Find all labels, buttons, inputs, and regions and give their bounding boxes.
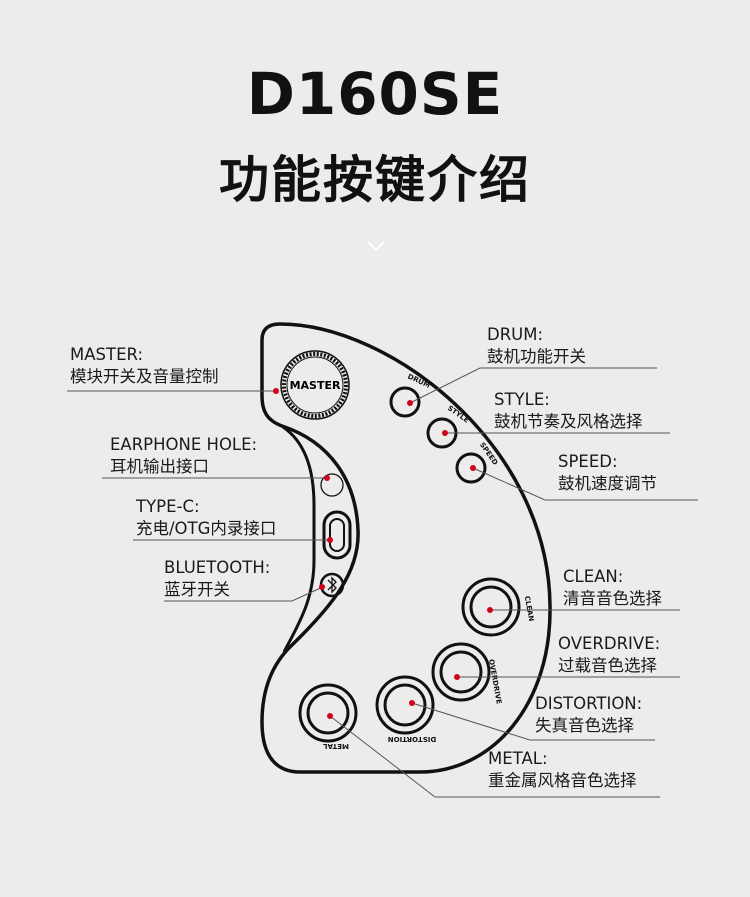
svg-text:SPEED:: SPEED:: [558, 452, 618, 471]
svg-text:MASTER:: MASTER:: [70, 345, 143, 364]
callout-dots: [273, 388, 493, 719]
svg-text:清音音色选择: 清音音色选择: [563, 589, 663, 608]
master-knob[interactable]: MASTER: [280, 350, 350, 420]
callout-bluetooth: BLUETOOTH: 蓝牙开关: [164, 558, 270, 599]
svg-text:DRUM:: DRUM:: [487, 325, 543, 344]
svg-text:EARPHONE HOLE:: EARPHONE HOLE:: [110, 435, 257, 454]
callout-drum: DRUM: 鼓机功能开关: [487, 325, 586, 366]
svg-text:STYLE:: STYLE:: [494, 390, 550, 409]
device-side-band: [282, 425, 316, 653]
callout-overdrive: OVERDRIVE: 过载音色选择: [558, 634, 660, 675]
bluetooth-button[interactable]: [319, 572, 345, 598]
callout-typec: TYPE-C: 充电/OTG内录接口: [135, 497, 276, 538]
svg-text:METAL:: METAL:: [488, 749, 548, 768]
svg-text:OVERDRIVE:: OVERDRIVE:: [558, 634, 660, 653]
master-knob-label: MASTER: [290, 379, 341, 392]
svg-text:充电/OTG内录接口: 充电/OTG内录接口: [136, 519, 276, 538]
type-c-port[interactable]: [322, 510, 352, 560]
svg-text:失真音色选择: 失真音色选择: [535, 716, 635, 735]
svg-text:重金属风格音色选择: 重金属风格音色选择: [488, 771, 637, 790]
svg-text:BLUETOOTH:: BLUETOOTH:: [164, 558, 270, 577]
model-title: D160SE: [246, 60, 504, 128]
bluetooth-icon: [327, 576, 337, 594]
leader-lines: [67, 367, 698, 798]
svg-text:鼓机节奏及风格选择: 鼓机节奏及风格选择: [494, 412, 643, 431]
svg-text:模块开关及音量控制: 模块开关及音量控制: [70, 367, 219, 386]
callout-clean: CLEAN: 清音音色选择: [563, 567, 663, 608]
callout-speed: SPEED: 鼓机速度调节: [558, 452, 657, 493]
distortion-knob-label: DISTORTION: [388, 735, 437, 743]
metal-knob[interactable]: METAL: [298, 683, 358, 750]
svg-text:耳机输出接口: 耳机输出接口: [110, 457, 209, 476]
page-subtitle: 功能按键介绍: [219, 151, 531, 209]
distortion-knob[interactable]: DISTORTION: [375, 675, 437, 743]
svg-text:CLEAN:: CLEAN:: [563, 567, 623, 586]
svg-text:TYPE-C:: TYPE-C:: [135, 497, 200, 516]
svg-text:DISTORTION:: DISTORTION:: [535, 694, 642, 713]
svg-text:蓝牙开关: 蓝牙开关: [164, 580, 230, 599]
callout-earphone: EARPHONE HOLE: 耳机输出接口: [110, 435, 257, 476]
callout-distortion: DISTORTION: 失真音色选择: [535, 694, 642, 735]
earphone-hole[interactable]: [320, 473, 344, 497]
svg-text:鼓机速度调节: 鼓机速度调节: [558, 474, 657, 493]
callout-style: STYLE: 鼓机节奏及风格选择: [494, 390, 643, 431]
svg-text:过载音色选择: 过载音色选择: [558, 656, 658, 675]
chevron-down-icon: [367, 241, 385, 252]
metal-knob-label: METAL: [323, 742, 349, 750]
callout-master: MASTER: 模块开关及音量控制: [70, 345, 219, 386]
callout-metal: METAL: 重金属风格音色选择: [488, 749, 637, 790]
svg-text:鼓机功能开关: 鼓机功能开关: [487, 347, 586, 366]
